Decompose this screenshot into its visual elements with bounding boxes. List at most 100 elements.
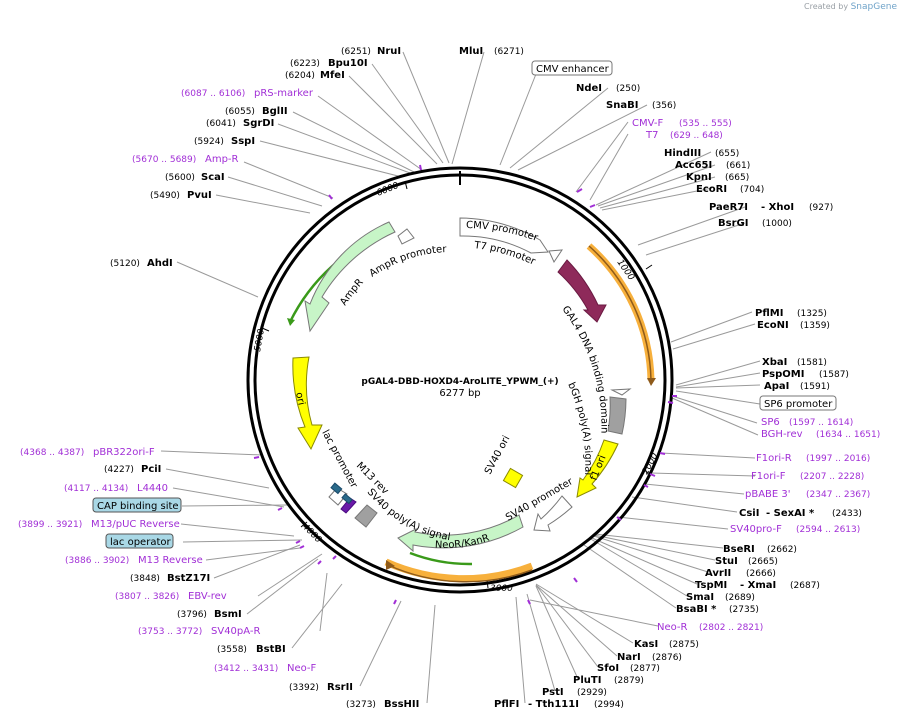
site-tth111i: - Tth111I [528,699,579,710]
site-nrui: NruI [377,46,401,57]
site-stui-pos: (2665) [748,557,778,567]
site-xmai-pos: (2687) [790,581,820,591]
site-xhoi: - XhoI [761,202,794,213]
credit-prefix: Created by [804,2,849,11]
site-xbai: XbaI [762,357,787,368]
primer-cmv-f: CMV-F [632,118,663,129]
site-bstz17i-pos: (3848) [130,574,160,584]
lac-operator-feature [341,493,353,505]
site-sfoi-pos: (2877) [630,664,660,674]
primer-sv40pro-f-pos: (2594 .. 2613) [796,525,860,535]
site-bpu10i-pos: (6223) [290,59,320,69]
site-pluti-pos: (2879) [614,676,644,686]
cmv-promoter-feature [459,217,549,254]
site-hindiii-pos: (655) [715,149,739,159]
cap-binding-site-box [92,497,182,513]
primer-sv40pro-f: SV40pro-F [730,524,782,535]
primer-sp6-pos: (1597 .. 1614) [789,418,853,428]
site-bstbi-pos: (3558) [217,645,247,655]
primer-pbabe3-pos: (2347 .. 2367) [806,490,870,500]
site-acc65i: Acc65I [675,160,712,171]
ampr-promoter-feature [397,228,415,245]
neokanr-green-line [409,551,473,566]
f1ori-feature [576,439,619,498]
site-mlui: MluI [459,46,483,57]
primer-sv40pa-r-pos: (3753 .. 3772) [138,627,202,637]
site-xbai-pos: (1581) [797,358,827,368]
primer-m13-puc-reverse-pos: (3899 .. 3921) [18,520,82,530]
site-acc65i-pos: (661) [726,161,750,171]
site-pvui-pos: (5490) [150,191,180,201]
site-bsshii-pos: (3273) [346,700,376,710]
site-hindiii: HindIII [664,148,701,159]
primer-markers [253,164,677,605]
site-xmai: - XmaI [740,580,776,591]
site-paer7i: PaeR7I [709,202,748,213]
sv40pa-feature [354,504,378,528]
site-bsshii: BssHII [384,699,419,710]
primer-pbr322ori-f: pBR322ori-F [93,447,155,458]
site-psti: PstI [542,687,564,698]
site-bseri: BseRI [723,544,755,555]
site-sspi: SspI [231,136,255,147]
site-pcii: PciI [141,464,161,475]
cmv-enhancer-box [531,60,613,76]
site-tspmi: TspMI [695,580,727,591]
primer-m13-reverse: M13 Reverse [138,555,203,566]
site-nrui-pos: (6251) [341,47,371,57]
site-ahdi: AhdI [147,258,173,269]
gal4-feature [557,259,607,323]
sp6-promoter-box [759,395,837,411]
primer-prs-marker-pos: (6087 .. 6106) [181,89,245,99]
primer-t7-pos: (629 .. 648) [670,131,723,141]
site-kasi: KasI [634,639,658,650]
ampr-feature [304,221,396,333]
primer-neo-f: Neo-F [287,663,317,674]
primer-f1ori-f-pos: (2207 .. 2228) [800,472,864,482]
backbone-outer [246,166,674,594]
site-xhoi-pos: (927) [809,203,833,213]
site-bsabi: BsaBI * [676,604,717,615]
sv40-ori-label: SV40 ori [483,434,512,476]
site-pflmi-pos: (1325) [797,309,827,319]
site-ndei-pos: (250) [616,84,640,94]
cmv-enhancer-label: CMV enhancer [536,64,610,75]
site-apai-pos: (1591) [800,382,830,392]
gal4-orf-arrowhead [647,378,656,386]
snapgene-logo: SnapGene [850,2,897,12]
sp6-promoter-label: SP6 promoter [764,399,833,410]
site-snabi: SnaBI [606,100,638,111]
bgh-feature [607,396,627,435]
site-ahdi-pos: (5120) [110,259,140,269]
lac-operator-label: lac operator [110,537,171,548]
site-kasi-pos: (2875) [669,640,699,650]
site-pluti: PluTI [573,675,601,686]
tick-3000: 3000 [490,584,513,594]
sv40-ori-feature [502,467,524,489]
site-pspomi-pos: (1587) [819,370,849,380]
site-bstz17i: BstZ17I [167,573,210,584]
site-csii: CsiI [739,508,759,519]
primer-amp-r: Amp-R [205,154,239,165]
cap-binding-site-label: CAP binding site [97,501,179,512]
site-scai-pos: (5600) [165,173,195,183]
restriction-sites: (6251) NruI MluI (6271) (6223) Bpu10I (6… [104,46,862,710]
lac-promoter-label: lac promoter [319,428,359,490]
site-pflmi: PflMI [755,308,783,319]
site-sspi-pos: (5924) [194,137,224,147]
site-pflfi: PflFI [494,699,519,710]
site-mlui-pos: (6271) [494,47,524,57]
primer-bgh-rev-pos: (1634 .. 1651) [816,430,880,440]
gal4-orf-line [588,245,652,381]
site-smai: SmaI [686,592,714,603]
primer-cmv-f-pos: (535 .. 555) [679,119,732,129]
site-rsrii-pos: (3392) [289,683,319,693]
ori-feature [292,356,323,451]
snapgene-credit: Created by SnapGene [804,2,897,12]
site-ndei: NdeI [576,83,602,94]
site-sexai-pos: (2433) [832,509,862,519]
site-econi-pos: (1359) [800,321,830,331]
site-pspomi: PspOMI [762,369,804,380]
primer-neo-f-pos: (3412 .. 3431) [214,664,278,674]
primer-l4440-pos: (4117 .. 4134) [64,484,128,494]
